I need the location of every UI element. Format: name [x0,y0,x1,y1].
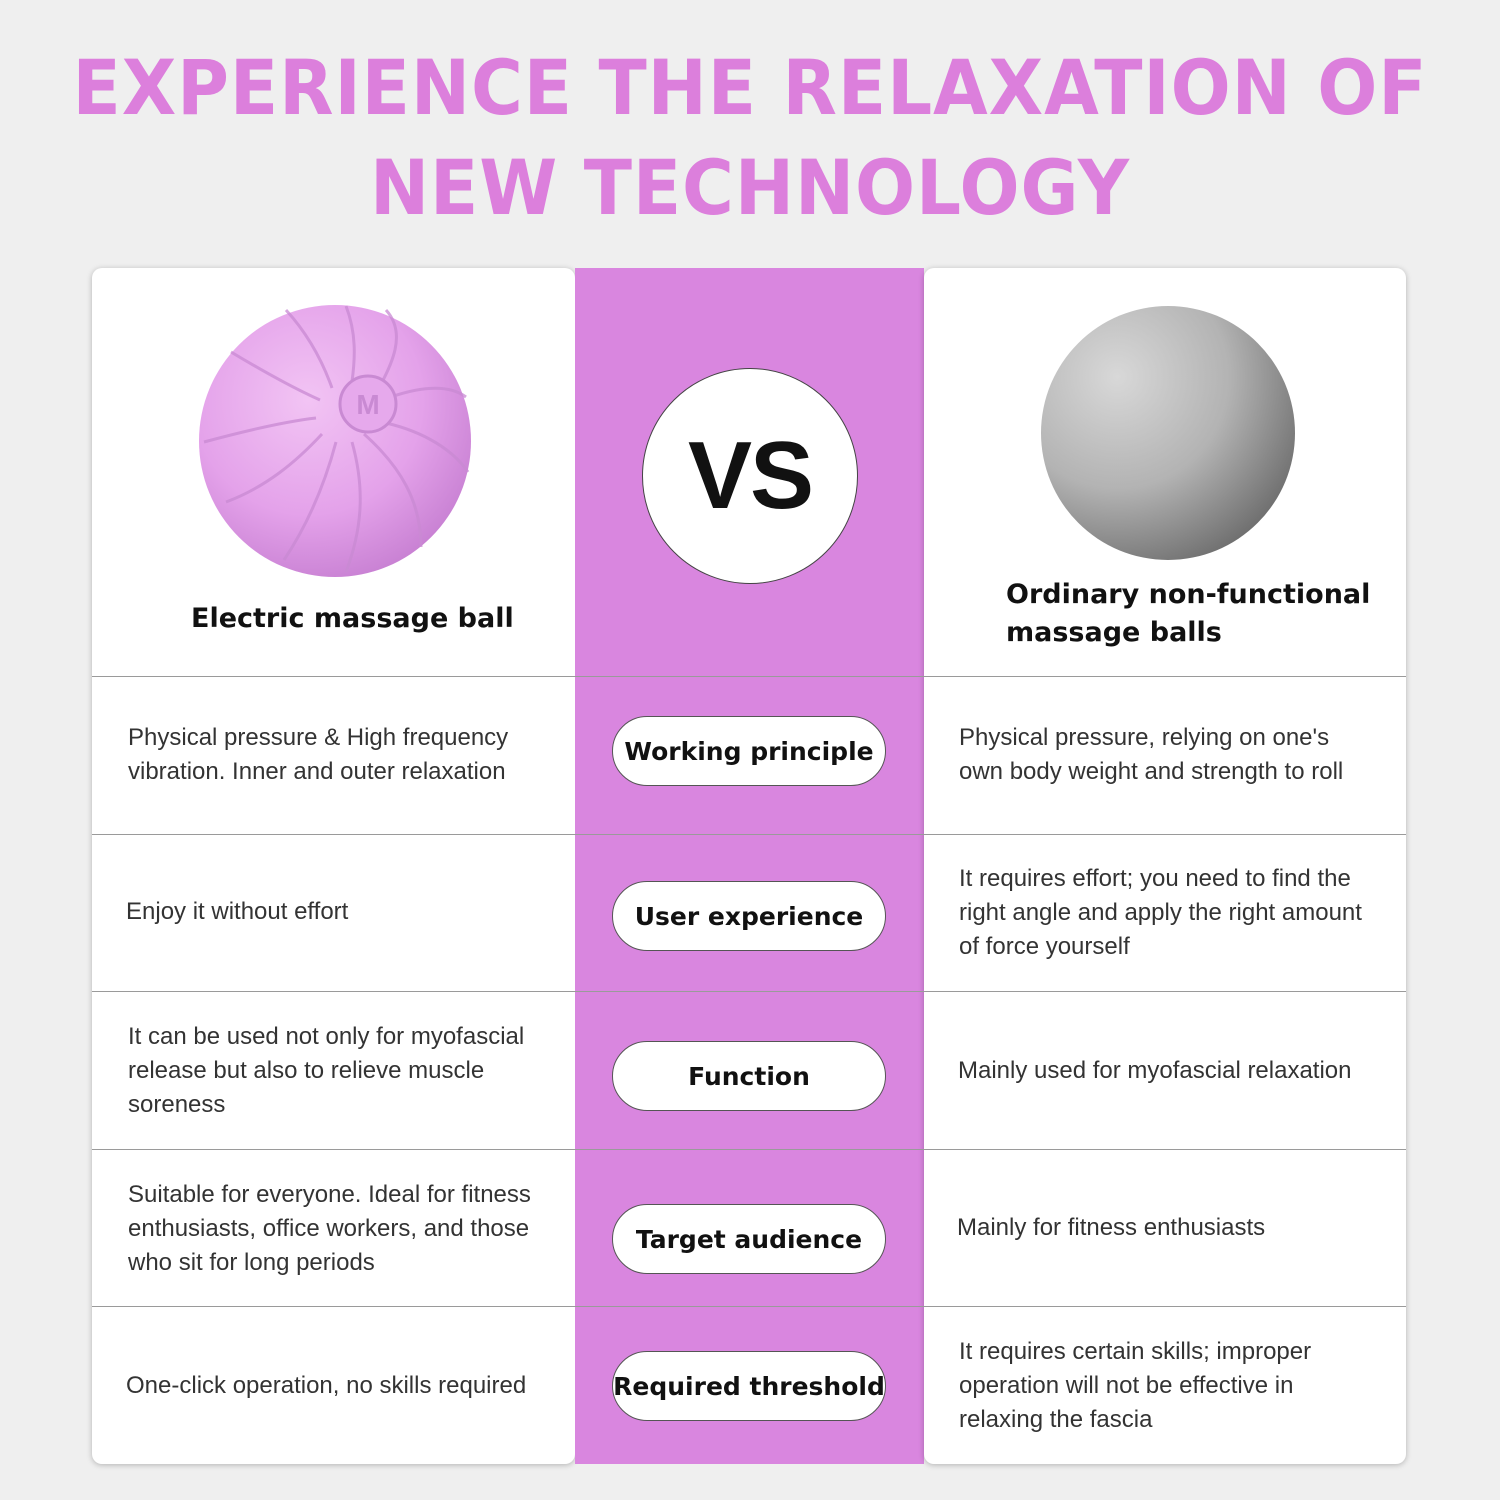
headline: EXPERIENCE THE RELAXATION OF NEW TECHNOL… [53,38,1448,238]
row-divider [92,834,1406,835]
row-divider [92,991,1406,992]
electric-massage-ball-image: M [199,305,471,577]
electric-ball-name: Electric massage ball [191,603,514,634]
row-divider [92,1149,1406,1150]
label-function: Function [612,1041,886,1111]
row-user-experience-right: It requires effort; you need to find the… [959,862,1362,964]
text-line: of force yourself [959,933,1130,960]
text-line: Suitable for everyone. Ideal for fitness [128,1181,531,1208]
text-line: Physical pressure, relying on one's [959,724,1330,751]
text-line: It can be used not only for myofascial [128,1023,525,1050]
ordinary-ball-name-line-2: massage balls [1006,617,1222,648]
ordinary-ball-name: Ordinary non-functional massage balls [1006,576,1370,652]
row-target-audience-left: Suitable for everyone. Ideal for fitness… [128,1178,531,1280]
row-required-threshold-right: It requires certain skills; improper ope… [959,1335,1311,1437]
headline-line-2: NEW TECHNOLOGY [369,143,1131,232]
text-line: Physical pressure & High frequency [128,724,509,751]
label-user-experience: User experience [612,881,886,951]
row-working-principle-left: Physical pressure & High frequency vibra… [128,721,508,789]
text-line: relaxing the fascia [959,1406,1153,1433]
text-line: It requires certain skills; improper [959,1338,1312,1365]
ordinary-ball-name-line-1: Ordinary non-functional [1006,579,1371,610]
text-line: enthusiasts, office workers, and those [128,1215,530,1242]
text-line: release but also to relieve muscle [128,1057,485,1084]
row-user-experience-left: Enjoy it without effort [126,895,348,929]
row-divider [92,676,1406,677]
label-working-principle: Working principle [612,716,886,786]
row-working-principle-right: Physical pressure, relying on one's own … [959,721,1343,789]
text-line: vibration. Inner and outer relaxation [128,758,506,785]
text-line: operation will not be effective in [959,1372,1294,1399]
ordinary-massage-ball-image [1041,306,1295,560]
row-required-threshold-left: One-click operation, no skills required [126,1369,526,1403]
text-line: Enjoy it without effort [126,898,349,925]
text-line: soreness [128,1091,226,1118]
row-target-audience-right: Mainly for fitness enthusiasts [957,1211,1265,1245]
row-function-right: Mainly used for myofascial relaxation [958,1054,1352,1088]
text-line: Mainly for fitness enthusiasts [957,1214,1266,1241]
text-line: Mainly used for myofascial relaxation [958,1057,1352,1084]
vs-badge: VS [642,368,858,584]
text-line: own body weight and strength to roll [959,758,1344,785]
text-line: It requires effort; you need to find the [959,865,1351,892]
headline-line-1: EXPERIENCE THE RELAXATION OF [72,43,1428,132]
ball-logo-mark: M [356,389,379,420]
row-divider [92,1306,1406,1307]
row-function-left: It can be used not only for myofascial r… [128,1020,524,1122]
text-line: who sit for long periods [128,1249,375,1276]
label-target-audience: Target audience [612,1204,886,1274]
label-required-threshold: Required threshold [612,1351,886,1421]
text-line: right angle and apply the right amount [959,899,1362,926]
text-line: One-click operation, no skills required [126,1372,527,1399]
